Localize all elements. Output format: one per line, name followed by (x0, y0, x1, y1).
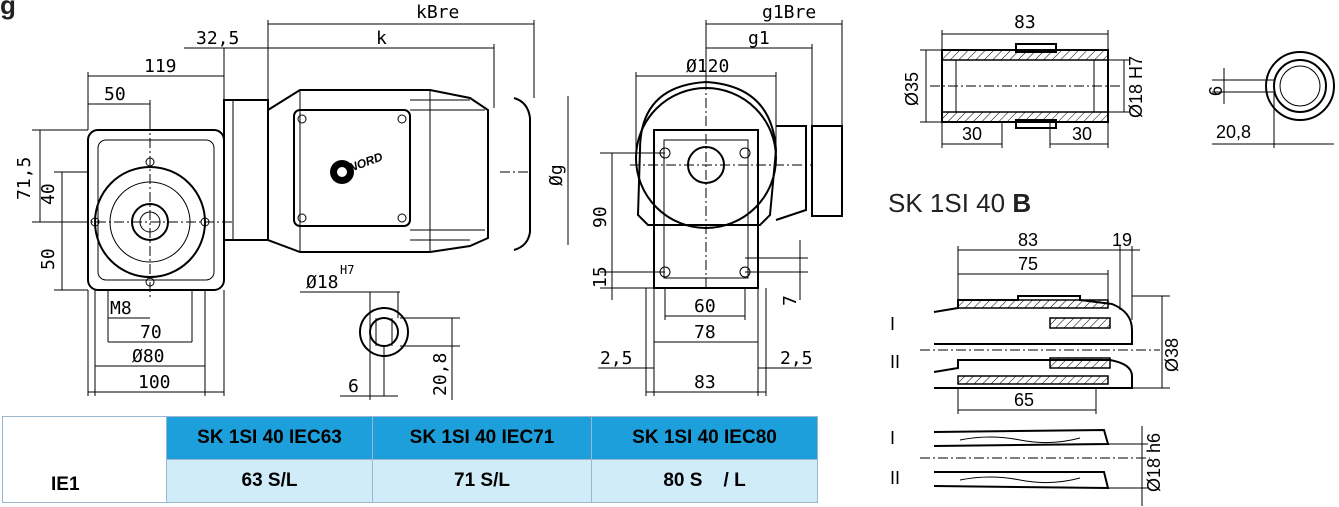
motor-spec-table: IE1 SK 1SI 40 IEC63 SK 1SI 40 IEC71 SK 1… (2, 416, 818, 503)
dim-2-5-right: 2,5 (780, 348, 813, 369)
table-cell: 80 S / L (591, 459, 818, 503)
shaft-b: SK 1SI 40 B 83 19 75 65 Ø38 I II (888, 188, 1182, 414)
dim-diameter-120: Ø120 (686, 56, 729, 77)
marker-i-lower: I (890, 428, 895, 448)
table-cell: 63 S/L (166, 459, 373, 503)
marker-ii-lower: II (890, 468, 900, 488)
dim-32-5: 32,5 (196, 28, 239, 49)
bore-detail: Ø18 H7 6 20,8 (300, 263, 460, 400)
table-row: 63 S/L 71 S/L 80 S / L (3, 459, 818, 503)
dim-shaft-18-h6: Ø18 h6 (1144, 433, 1164, 492)
dim-diameter-g: Øg (546, 164, 567, 186)
shaft-b-title: SK 1SI 40 B (888, 188, 1031, 218)
dim-40: 40 (38, 183, 59, 205)
dim-g1bre: g1Bre (762, 2, 816, 23)
dim-bore-diameter: Ø18 (306, 272, 339, 293)
dim-bore-tolerance: H7 (340, 263, 354, 277)
dim-90: 90 (590, 206, 611, 228)
dim-83-front: 83 (694, 372, 716, 393)
shaft-a-end-view: 6 20,8 (1206, 51, 1335, 148)
motor-body (267, 89, 489, 253)
dim-shaft-b-83: 83 (1018, 230, 1038, 250)
dim-70: 70 (140, 322, 162, 343)
dim-end-20-8: 20,8 (1216, 122, 1251, 142)
dim-m8: M8 (110, 298, 132, 319)
nord-logo-icon: NORD (330, 150, 385, 184)
dim-50-top: 50 (104, 84, 126, 105)
shaft-c: Ø18 h6 I II (890, 426, 1164, 506)
section-title-fragment: g (0, 0, 16, 20)
dim-2-5-left: 2,5 (600, 348, 633, 369)
dim-end-6: 6 (1206, 86, 1226, 96)
view-a: NORD k (14, 2, 569, 396)
dim-shaft-b-75: 75 (1018, 254, 1038, 274)
dim-kbre: kBre (416, 2, 459, 23)
dim-shaft-b-65: 65 (1014, 390, 1034, 410)
column-header: SK 1SI 40 IEC63 (166, 416, 373, 460)
dim-bore-18-h7: Ø18 H7 (1126, 56, 1146, 118)
dim-diameter-80: Ø80 (132, 346, 165, 367)
svg-text:NORD: NORD (347, 150, 385, 175)
dim-50-left: 50 (38, 248, 59, 270)
dim-keyway-20-8: 20,8 (430, 353, 451, 396)
dim-shaft-b-19: 19 (1112, 230, 1132, 250)
view-b: g1Bre g1 Ø120 90 15 60 78 83 2,5 2,5 7 (590, 2, 843, 396)
column-header: SK 1SI 40 IEC80 (591, 416, 818, 460)
dim-7: 7 (780, 295, 801, 306)
dim-119: 119 (144, 56, 177, 77)
marker-i: I (890, 314, 895, 334)
dim-keyway-6: 6 (348, 376, 359, 397)
marker-ii: II (890, 352, 900, 372)
dim-71-5: 71,5 (14, 157, 35, 200)
dim-shaft-a-30-left: 30 (962, 124, 982, 144)
table-header-row: IE1 SK 1SI 40 IEC63 SK 1SI 40 IEC71 SK 1… (2, 416, 818, 503)
table-cell: 71 S/L (372, 459, 592, 503)
row-label-ie1: IE1 (2, 416, 167, 503)
dim-diameter-38: Ø38 (1162, 338, 1182, 372)
dim-100: 100 (138, 372, 171, 393)
dim-shaft-a-83: 83 (1014, 12, 1036, 33)
dim-g1: g1 (748, 28, 770, 49)
terminal-box (293, 109, 411, 227)
shaft-a: 83 Ø35 Ø18 H7 30 30 (902, 12, 1146, 148)
motor-adapter (223, 99, 269, 241)
fan-cover (513, 97, 531, 251)
dim-60: 60 (694, 296, 716, 317)
column-header: SK 1SI 40 IEC71 (372, 416, 592, 460)
motor-end-cap (811, 125, 843, 217)
dim-78: 78 (694, 322, 716, 343)
dim-k: k (376, 28, 387, 49)
dim-diameter-35: Ø35 (902, 72, 922, 106)
dim-shaft-a-30-right: 30 (1072, 124, 1092, 144)
dim-15: 15 (590, 266, 611, 288)
